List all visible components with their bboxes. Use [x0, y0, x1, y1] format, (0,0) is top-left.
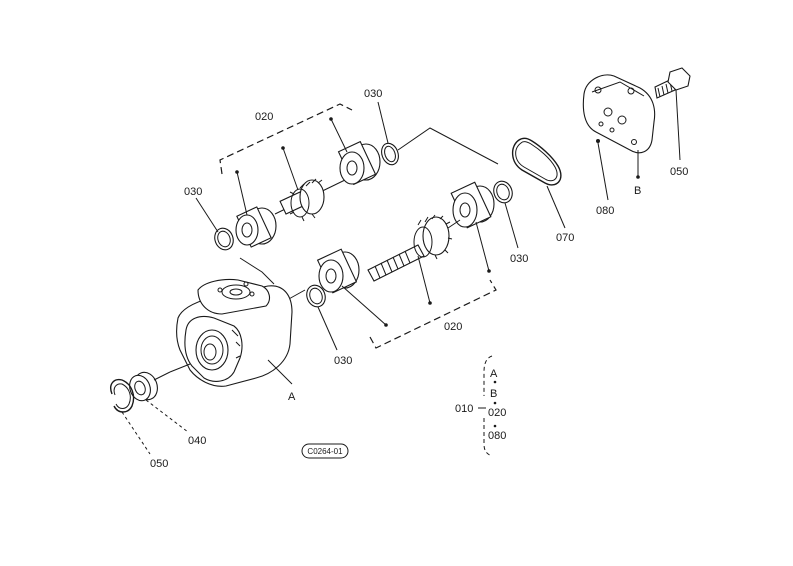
mid-drive-gear-shaft	[367, 214, 461, 282]
mid-assembly-bracket	[369, 279, 497, 349]
label-020-top: 020	[255, 111, 273, 123]
top-right-bushing	[337, 140, 381, 186]
legend-item-080: 080	[488, 430, 506, 442]
label-070: 070	[556, 232, 574, 244]
label-030-left: 030	[184, 186, 202, 198]
left-snap-ring-030	[195, 197, 234, 251]
legend-item-020: 020	[488, 407, 506, 419]
label-B-plate: B	[634, 185, 641, 197]
label-040: 040	[188, 435, 206, 447]
mid-left-snap-ring-030	[306, 284, 338, 351]
bolt-050	[654, 67, 691, 161]
label-030-bottom: 030	[334, 355, 352, 367]
legend-assembly-number: 010	[455, 403, 473, 415]
top-assembly-bracket	[219, 103, 353, 175]
label-050-ring: 050	[150, 458, 168, 470]
label-080-plate: 080	[596, 205, 614, 217]
legend-item-B: B	[490, 388, 497, 400]
label-A-housing: A	[288, 391, 296, 403]
top-axis-line	[397, 127, 499, 165]
label-030-top: 030	[364, 88, 382, 100]
label-030-mid: 030	[510, 253, 528, 265]
label-050-bolt: 050	[670, 166, 688, 178]
top-gear-assembly	[219, 103, 381, 248]
top-drive-gear	[274, 178, 346, 222]
label-020-mid: 020	[444, 321, 462, 333]
pump-housing-A	[169, 278, 293, 387]
legend-item-A: A	[490, 368, 498, 380]
cover-plate-B	[582, 74, 656, 201]
mid-left-bushing	[316, 248, 360, 294]
top-snap-ring-030	[377, 101, 399, 166]
oil-seal-040	[129, 371, 189, 433]
assembly-legend: 010 A B 020 080	[455, 355, 506, 457]
middle-gear-assembly	[316, 181, 497, 349]
housing-top-leader	[239, 257, 275, 285]
mid-right-snap-ring-030	[493, 180, 519, 249]
reference-code-badge: C0264-01	[301, 443, 349, 459]
top-left-bushing	[235, 206, 277, 248]
snap-ring-050	[110, 378, 151, 455]
o-ring-070	[511, 137, 566, 229]
mid-right-bushing	[450, 181, 495, 229]
reference-code-text: C0264-01	[307, 447, 343, 456]
